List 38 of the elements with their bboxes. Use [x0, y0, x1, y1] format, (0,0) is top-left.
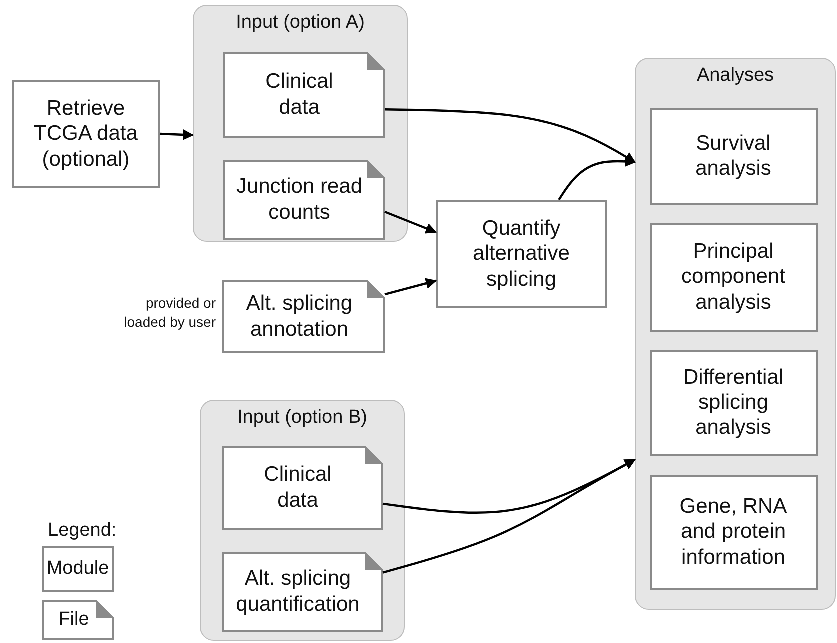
group-panel — [193, 5, 408, 242]
process-box — [12, 80, 160, 188]
process-box — [650, 350, 818, 456]
process-box — [650, 222, 818, 332]
legend-heading: Legend: — [48, 520, 117, 542]
file-shape — [222, 446, 382, 530]
group-panel — [635, 58, 836, 610]
node-label: Quantify alternative splicing — [472, 216, 571, 292]
group-heading: Input (option A) — [235, 12, 366, 34]
node-label: Principal component analysis — [680, 239, 786, 315]
node-label: Differential splicing analysis — [682, 364, 784, 440]
file-shape — [222, 52, 384, 138]
node-label: Clinical data — [264, 69, 334, 120]
file-shape — [222, 160, 384, 240]
arrow — [160, 129, 194, 140]
arrow — [382, 458, 636, 574]
node-label: Clinical data — [263, 462, 333, 513]
group-heading: Analyses — [696, 65, 776, 87]
arrow — [558, 156, 636, 201]
group-heading: Input (option B) — [236, 407, 368, 429]
file-shape — [222, 552, 382, 632]
arrow — [384, 278, 438, 296]
node-label: Retrieve TCGA data (optional) — [33, 96, 139, 172]
node-label: Alt. splicing annotation — [245, 291, 354, 342]
process-box — [436, 200, 607, 308]
node-label: Alt. splicing quantification — [235, 566, 361, 617]
node-label: Survival analysis — [694, 130, 772, 182]
file-shape — [222, 280, 385, 353]
process-box — [650, 108, 818, 204]
legend-label: Module — [46, 558, 110, 580]
legend-label: File — [58, 608, 90, 632]
arrow — [384, 108, 636, 164]
node-label: Junction read counts — [235, 174, 364, 225]
process-box — [650, 474, 818, 590]
node-label: Gene, RNA and protein information — [678, 494, 788, 570]
arrow — [384, 210, 438, 234]
group-panel — [200, 400, 405, 641]
side-note: provided or loaded by user — [123, 294, 216, 332]
